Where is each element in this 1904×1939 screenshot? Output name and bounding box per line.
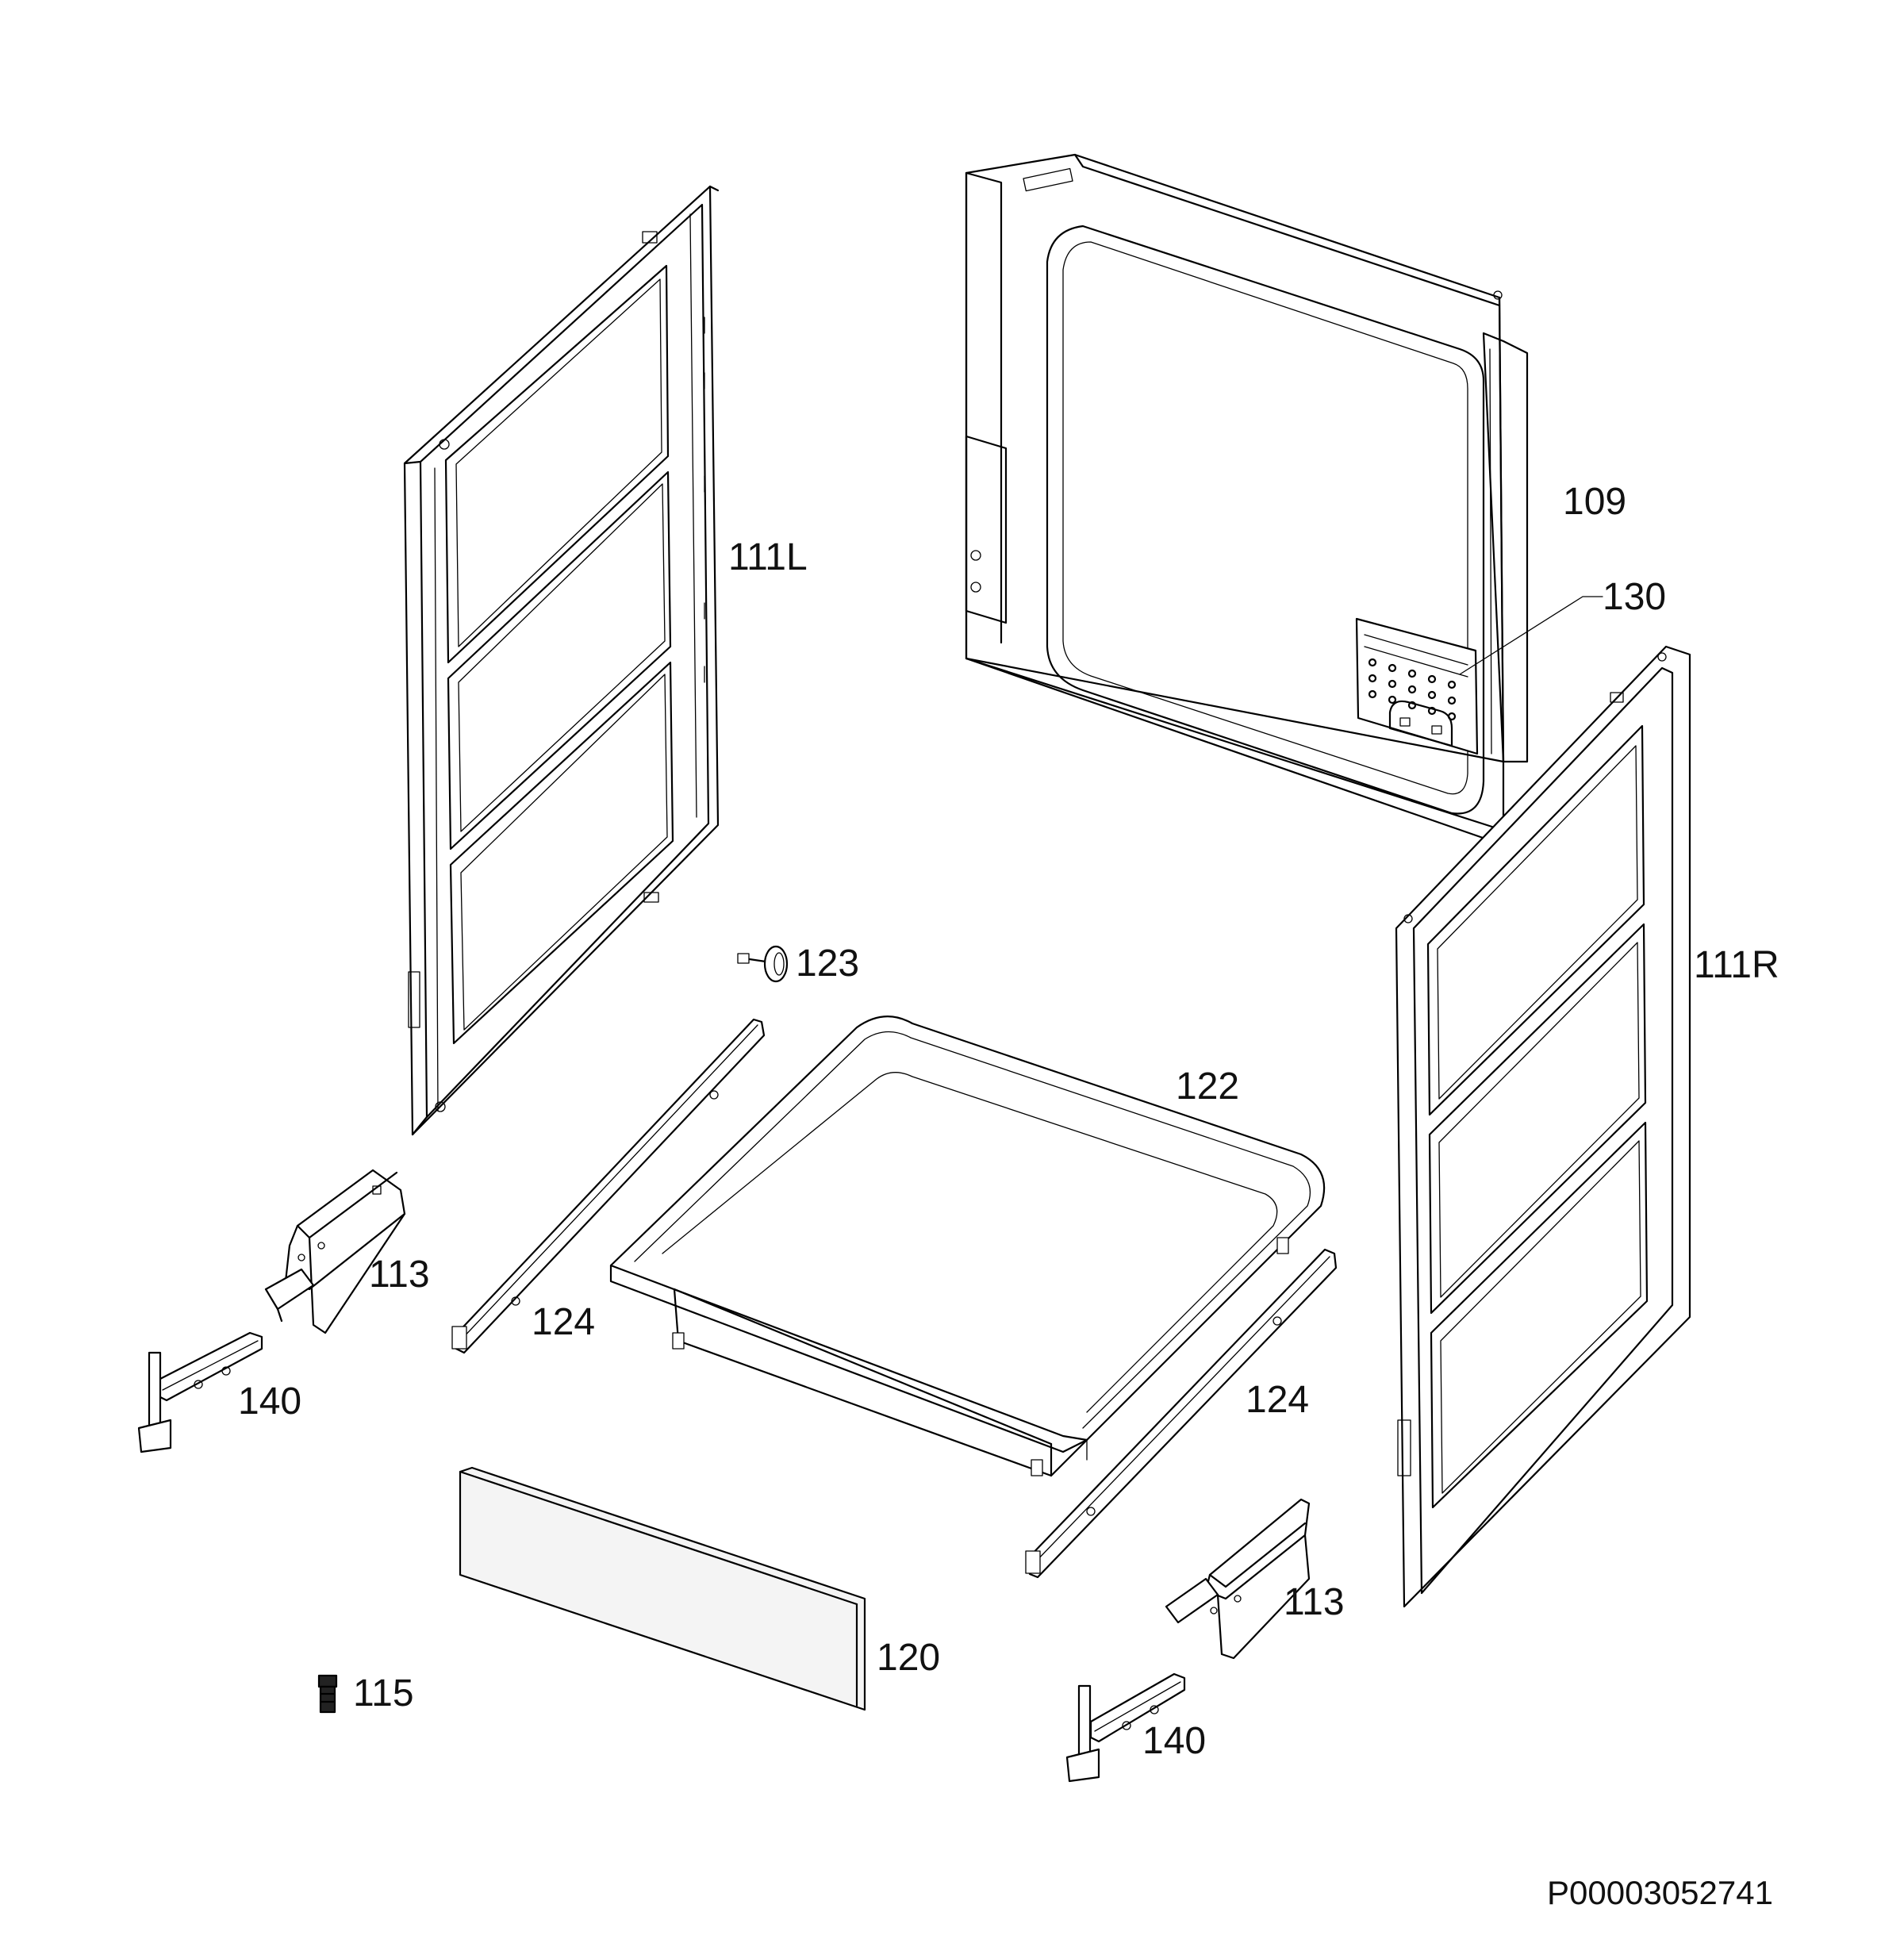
label-111L: 111L <box>728 536 808 578</box>
part-123-knob <box>737 945 789 983</box>
label-111R: 111R <box>1694 944 1779 986</box>
label-140-right: 140 <box>1142 1720 1206 1762</box>
label-140-left: 140 <box>238 1380 301 1423</box>
label-113-left: 113 <box>369 1254 430 1296</box>
part-140-right-hinge <box>1065 1672 1186 1783</box>
label-109: 109 <box>1563 481 1626 523</box>
label-123: 123 <box>796 943 859 985</box>
part-140-left-hinge <box>137 1331 263 1453</box>
leader-line-130 <box>1459 596 1603 675</box>
label-130: 130 <box>1603 576 1666 618</box>
part-124-right-rail <box>1025 1248 1338 1579</box>
label-122: 122 <box>1176 1065 1239 1108</box>
part-111L-left-side-panel <box>403 185 720 1136</box>
label-124-right: 124 <box>1246 1379 1309 1421</box>
part-115-foot <box>317 1674 338 1714</box>
part-109-rear-wall <box>965 153 1529 847</box>
part-124-left-rail <box>451 1018 766 1354</box>
part-111R-right-side-panel <box>1395 645 1691 1608</box>
label-115: 115 <box>353 1672 414 1714</box>
part-113-right-bracket <box>1165 1498 1311 1660</box>
label-120: 120 <box>877 1637 940 1679</box>
part-120-drawer-front <box>459 1466 866 1711</box>
label-124-left: 124 <box>532 1301 595 1343</box>
part-130-plate <box>1355 617 1479 755</box>
drawing-code: P00003052741 <box>1547 1874 1773 1911</box>
label-113-right: 113 <box>1284 1581 1345 1623</box>
part-122-drawer-tray <box>609 1016 1326 1477</box>
part-113-left-bracket <box>264 1169 406 1334</box>
